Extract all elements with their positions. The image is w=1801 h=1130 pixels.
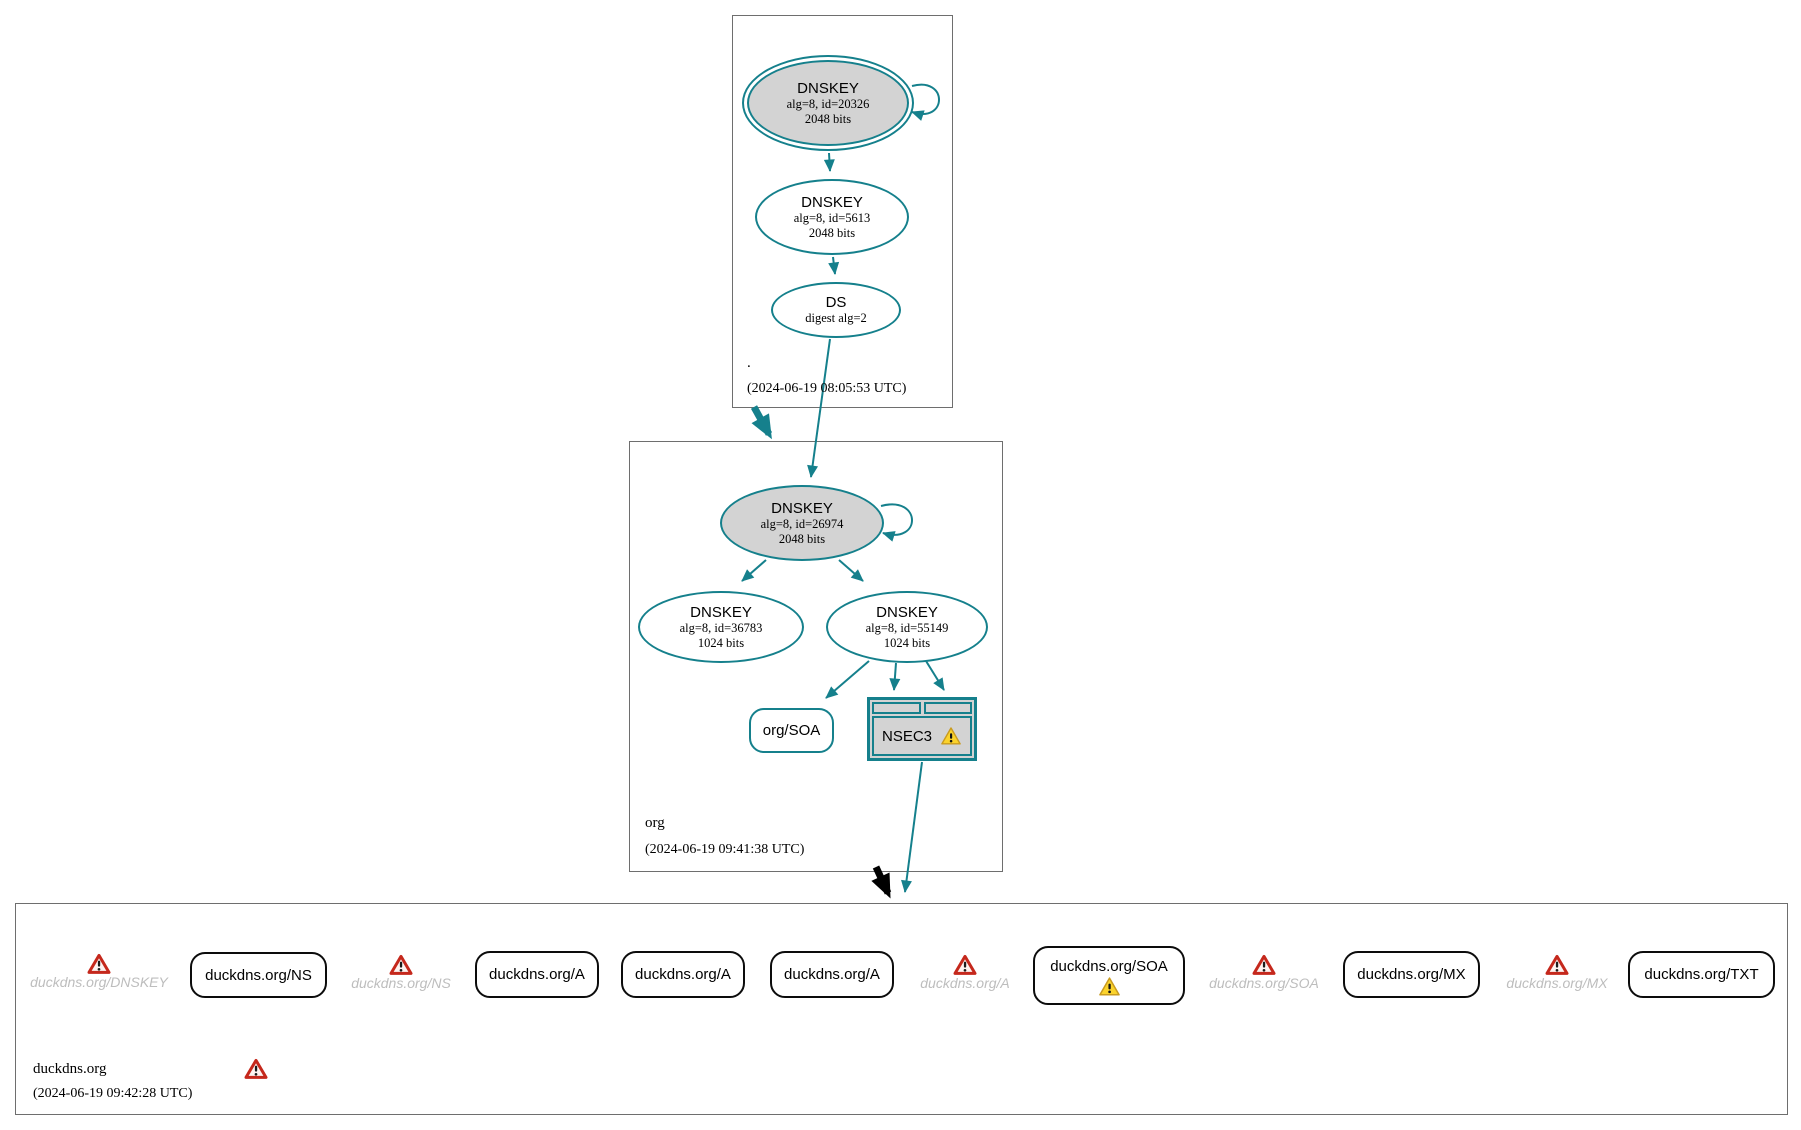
missing-label: duckdns.org/NS <box>351 975 451 991</box>
node-label: duckdns.org/TXT <box>1644 966 1759 983</box>
node-bits: 2048 bits <box>808 225 856 240</box>
node-bits: 2048 bits <box>778 531 826 546</box>
missing-duckdns-soa: duckdns.org/SOA <box>1209 954 1319 991</box>
zone-timestamp-org: (2024-06-19 09:41:38 UTC) <box>645 842 805 857</box>
node-duckdns-a-2[interactable]: duckdns.org/A <box>621 951 745 998</box>
node-digest: digest alg=2 <box>805 311 867 325</box>
node-org-dnskey-36783[interactable]: DNSKEY alg=8, id=36783 1024 bits <box>638 591 804 663</box>
node-label: duckdns.org/A <box>489 966 585 983</box>
missing-label: duckdns.org/SOA <box>1209 975 1319 991</box>
node-root-ksk-dnskey[interactable]: DNSKEY alg=8, id=20326 2048 bits <box>742 55 914 151</box>
zone-label-root: . <box>747 355 751 371</box>
nsec3-cell <box>872 702 921 714</box>
node-label: duckdns.org/MX <box>1357 966 1466 983</box>
node-alg-id: alg=8, id=20326 <box>786 96 870 111</box>
zone-label-org: org <box>645 815 665 831</box>
zone-timestamp-root: (2024-06-19 08:05:53 UTC) <box>747 381 907 396</box>
missing-label: duckdns.org/A <box>920 975 1010 991</box>
zone-box-duckdns <box>15 903 1788 1115</box>
missing-duckdns-ns: duckdns.org/NS <box>351 954 451 991</box>
error-icon <box>953 954 977 975</box>
error-icon <box>1545 954 1569 975</box>
node-title: DNSKEY <box>690 603 752 621</box>
node-duckdns-txt[interactable]: duckdns.org/TXT <box>1628 951 1775 998</box>
node-org-soa[interactable]: org/SOA <box>749 708 834 753</box>
missing-duckdns-a: duckdns.org/A <box>917 954 1013 990</box>
node-label: NSEC3 <box>881 727 933 745</box>
node-title: DS <box>825 294 847 311</box>
error-icon <box>87 953 111 974</box>
node-duckdns-a-1[interactable]: duckdns.org/A <box>475 951 599 998</box>
error-icon <box>1252 954 1276 975</box>
error-icon <box>389 954 413 975</box>
node-alg-id: alg=8, id=36783 <box>679 620 763 635</box>
missing-duckdns-mx: duckdns.org/MX <box>1506 954 1608 991</box>
missing-label: duckdns.org/DNSKEY <box>30 974 168 990</box>
node-label: duckdns.org/A <box>635 966 731 983</box>
warning-icon <box>941 727 961 745</box>
node-duckdns-a-3[interactable]: duckdns.org/A <box>770 951 894 998</box>
node-bits: 1024 bits <box>883 635 931 650</box>
node-alg-id: alg=8, id=55149 <box>865 620 949 635</box>
node-duckdns-mx[interactable]: duckdns.org/MX <box>1343 951 1480 998</box>
node-label: duckdns.org/NS <box>205 966 312 984</box>
zone-label-duckdns: duckdns.org <box>33 1060 107 1077</box>
node-org-ksk-dnskey[interactable]: DNSKEY alg=8, id=26974 2048 bits <box>720 485 884 561</box>
node-title: DNSKEY <box>771 499 833 517</box>
node-title: DNSKEY <box>876 603 938 621</box>
warning-icon <box>1098 976 1120 995</box>
node-alg-id: alg=8, id=26974 <box>760 516 844 531</box>
node-label: duckdns.org/A <box>784 966 880 983</box>
node-title: DNSKEY <box>801 193 863 211</box>
node-org-nsec3[interactable]: NSEC3 <box>867 697 977 761</box>
node-root-ds[interactable]: DS digest alg=2 <box>771 282 901 338</box>
node-bits: 2048 bits <box>804 111 852 126</box>
node-duckdns-ns[interactable]: duckdns.org/NS <box>190 952 327 998</box>
node-title: DNSKEY <box>797 79 859 97</box>
node-label: duckdns.org/SOA <box>1050 957 1168 975</box>
zone-timestamp-duckdns: (2024-06-19 09:42:28 UTC) <box>33 1086 193 1101</box>
node-alg-id: alg=8, id=5613 <box>793 210 871 225</box>
error-icon <box>244 1058 268 1079</box>
node-label: org/SOA <box>762 722 821 739</box>
nsec3-cell <box>923 702 972 714</box>
missing-duckdns-dnskey: duckdns.org/DNSKEY <box>26 953 172 989</box>
missing-label: duckdns.org/MX <box>1506 975 1608 991</box>
node-bits: 1024 bits <box>697 635 745 650</box>
node-org-dnskey-55149[interactable]: DNSKEY alg=8, id=55149 1024 bits <box>826 591 988 663</box>
node-duckdns-soa[interactable]: duckdns.org/SOA <box>1033 946 1185 1005</box>
node-root-zsk-dnskey[interactable]: DNSKEY alg=8, id=5613 2048 bits <box>755 179 909 255</box>
